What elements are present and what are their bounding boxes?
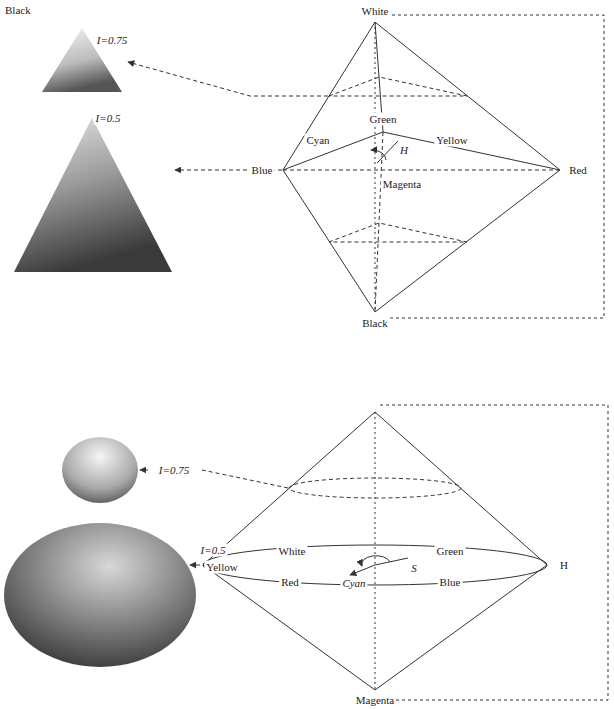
axis-label: H — [558, 559, 570, 572]
axis-label: White — [277, 545, 308, 558]
axis-label: White — [360, 5, 391, 18]
axis-label: Red — [567, 164, 589, 177]
axis-label: Black — [3, 3, 33, 16]
axis-label: Cyan — [340, 577, 367, 590]
axis-label: I=0.5 — [94, 112, 123, 125]
axis-label: Black — [360, 317, 390, 330]
axis-label: I=0.75 — [157, 464, 191, 477]
axis-label: I=0.75 — [95, 34, 129, 47]
axis-label: Blue — [438, 576, 463, 589]
axis-label: I=0.5 — [199, 544, 228, 557]
axis-label: Blue — [250, 164, 275, 177]
axis-label: Magenta — [354, 693, 396, 706]
axis-label: Yellow — [204, 561, 239, 574]
axis-label: H — [398, 144, 410, 157]
axis-label: Yellow — [434, 134, 469, 147]
axis-label: Green — [368, 113, 399, 126]
axis-label: S — [409, 562, 419, 575]
axis-label: Red — [279, 576, 301, 589]
axis-label: Green — [435, 545, 466, 558]
axis-label: Magenta — [381, 178, 423, 191]
axis-label: Cyan — [304, 134, 331, 147]
